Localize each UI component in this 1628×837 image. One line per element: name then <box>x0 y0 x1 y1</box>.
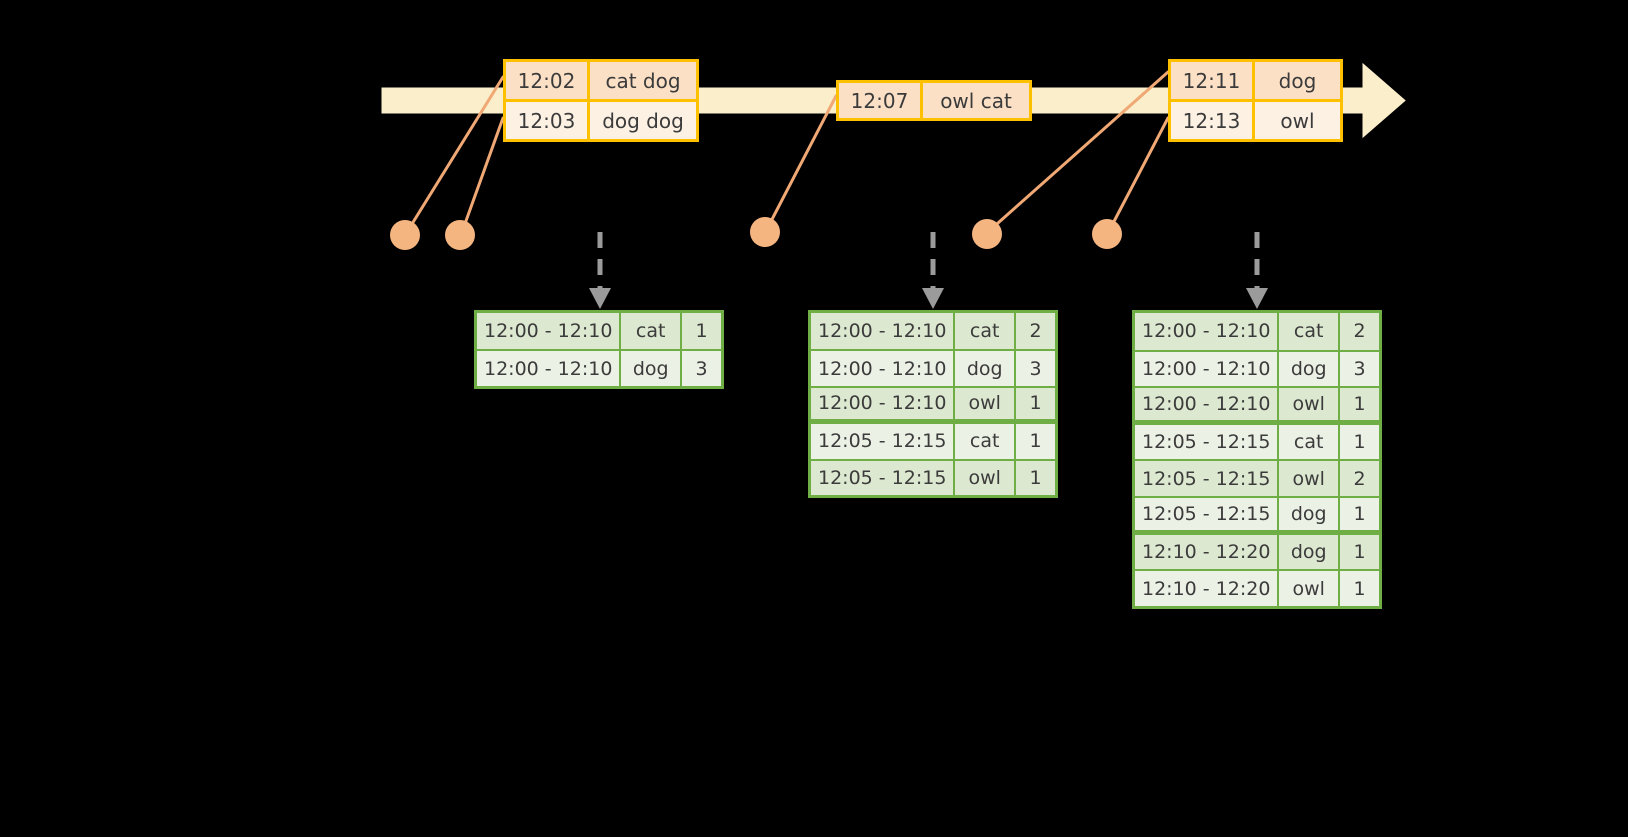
cell-key: cat <box>1279 424 1340 460</box>
cell-window: 12:10 - 12:20 <box>1135 571 1280 606</box>
connector-line-3 <box>765 94 838 231</box>
table-row: 12:05 - 12:15 dog 1 <box>1135 496 1379 533</box>
cell-key: dog <box>621 351 682 386</box>
event-time: 12:13 <box>1171 102 1255 139</box>
dashed-arrows <box>589 232 1268 309</box>
event-dot-1 <box>390 220 420 250</box>
event-row: 12:03 dog dog <box>506 99 696 139</box>
table-row: 12:05 - 12:15 owl 1 <box>811 458 1055 495</box>
cell-key: dog <box>1279 351 1340 387</box>
table-row: 12:00 - 12:10 cat 2 <box>1135 313 1379 350</box>
table-row: 12:00 - 12:10 cat 1 <box>477 313 721 350</box>
cell-window: 12:00 - 12:10 <box>811 351 956 386</box>
cell-key: cat <box>1279 313 1340 350</box>
cell-count: 2 <box>1029 320 1042 343</box>
cell-key: owl <box>1279 571 1340 606</box>
dashed-arrow-3 <box>1246 232 1268 309</box>
result-table-2: 12:00 - 12:10 cat 2 12:00 - 12:10 dog 3 … <box>808 310 1058 498</box>
cell-window: 12:00 - 12:10 <box>1135 351 1280 387</box>
table-row: 12:05 - 12:15 owl 2 <box>1135 459 1379 497</box>
table-row: 12:00 - 12:10 dog 3 <box>811 349 1055 386</box>
result-table-3: 12:00 - 12:10 cat 2 12:00 - 12:10 dog 3 … <box>1132 310 1382 609</box>
events-group-1: 12:02 cat dog 12:03 dog dog <box>503 59 699 142</box>
event-words: dog dog <box>602 108 684 133</box>
cell-count: 3 <box>695 357 708 380</box>
cell-window: 12:00 - 12:10 <box>477 313 622 350</box>
event-words: cat dog <box>605 68 681 93</box>
event-dots <box>390 217 1122 250</box>
cell-window: 12:00 - 12:10 <box>1135 313 1280 350</box>
table-row: 12:00 - 12:10 owl 1 <box>811 385 1055 423</box>
cell-count: 1 <box>1353 541 1366 564</box>
cell-key: cat <box>621 313 682 350</box>
events-group-3: 12:11 dog 12:13 owl <box>1168 59 1343 142</box>
table-row: 12:10 - 12:20 dog 1 <box>1135 532 1379 570</box>
event-dot-3 <box>750 217 780 247</box>
cell-window: 12:00 - 12:10 <box>477 351 622 386</box>
cell-count: 1 <box>1029 392 1042 415</box>
event-row: 12:13 owl <box>1171 99 1340 139</box>
cell-window: 12:05 - 12:15 <box>1135 424 1280 460</box>
cell-count: 1 <box>1353 502 1366 525</box>
cell-window: 12:05 - 12:15 <box>811 460 956 495</box>
table-row: 12:05 - 12:15 cat 1 <box>811 422 1055 459</box>
cell-count: 2 <box>1353 467 1366 490</box>
cell-window: 12:05 - 12:15 <box>1135 498 1280 530</box>
cell-window: 12:05 - 12:15 <box>811 424 956 459</box>
table-row: 12:00 - 12:10 cat 2 <box>811 313 1055 350</box>
event-time: 12:11 <box>1171 62 1255 99</box>
event-words: owl <box>1280 108 1315 133</box>
event-time: 12:03 <box>506 102 590 139</box>
event-row: 12:11 dog <box>1171 62 1340 99</box>
cell-key: owl <box>1279 388 1340 420</box>
cell-window: 12:00 - 12:10 <box>811 387 956 420</box>
dashed-arrow-2 <box>922 232 944 309</box>
cell-window: 12:10 - 12:20 <box>1135 534 1280 570</box>
cell-window: 12:00 - 12:10 <box>1135 388 1280 420</box>
cell-count: 1 <box>1353 577 1366 600</box>
cell-count: 1 <box>1029 466 1042 489</box>
connector-line-2 <box>460 116 505 234</box>
cell-count: 1 <box>1029 430 1042 453</box>
cell-window: 12:00 - 12:10 <box>811 313 956 350</box>
cell-key: cat <box>955 424 1016 459</box>
event-words: dog <box>1278 68 1317 93</box>
cell-window: 12:05 - 12:15 <box>1135 461 1280 497</box>
event-time: 12:07 <box>839 83 923 118</box>
table-row: 12:00 - 12:10 dog 3 <box>1135 349 1379 387</box>
event-time: 12:02 <box>506 62 590 99</box>
table-row: 12:00 - 12:10 owl 1 <box>1135 386 1379 423</box>
cell-key: dog <box>1279 534 1340 570</box>
cell-key: owl <box>955 460 1016 495</box>
cell-key: dog <box>1279 498 1340 530</box>
cell-key: owl <box>955 387 1016 420</box>
cell-key: cat <box>955 313 1016 350</box>
table-row: 12:00 - 12:10 dog 3 <box>477 349 721 386</box>
event-row: 12:07 owl cat <box>839 83 1029 118</box>
cell-count: 3 <box>1029 357 1042 380</box>
event-dot-4 <box>972 219 1002 249</box>
cell-count: 3 <box>1353 357 1366 380</box>
dashed-arrow-1 <box>589 232 611 309</box>
event-row: 12:02 cat dog <box>506 62 696 99</box>
result-table-1: 12:00 - 12:10 cat 1 12:00 - 12:10 dog 3 <box>474 310 724 389</box>
table-row: 12:05 - 12:15 cat 1 <box>1135 422 1379 460</box>
cell-count: 1 <box>695 320 708 343</box>
cell-count: 1 <box>1353 431 1366 454</box>
cell-key: dog <box>955 351 1016 386</box>
connector-line-5 <box>1107 116 1170 233</box>
connector-line-1 <box>405 75 505 234</box>
cell-count: 1 <box>1353 393 1366 416</box>
table-row: 12:10 - 12:20 owl 1 <box>1135 569 1379 606</box>
event-dot-2 <box>445 220 475 250</box>
cell-count: 2 <box>1353 320 1366 343</box>
events-group-2: 12:07 owl cat <box>836 80 1032 121</box>
cell-key: owl <box>1279 461 1340 497</box>
event-words: owl cat <box>940 88 1012 113</box>
event-dot-5 <box>1092 219 1122 249</box>
